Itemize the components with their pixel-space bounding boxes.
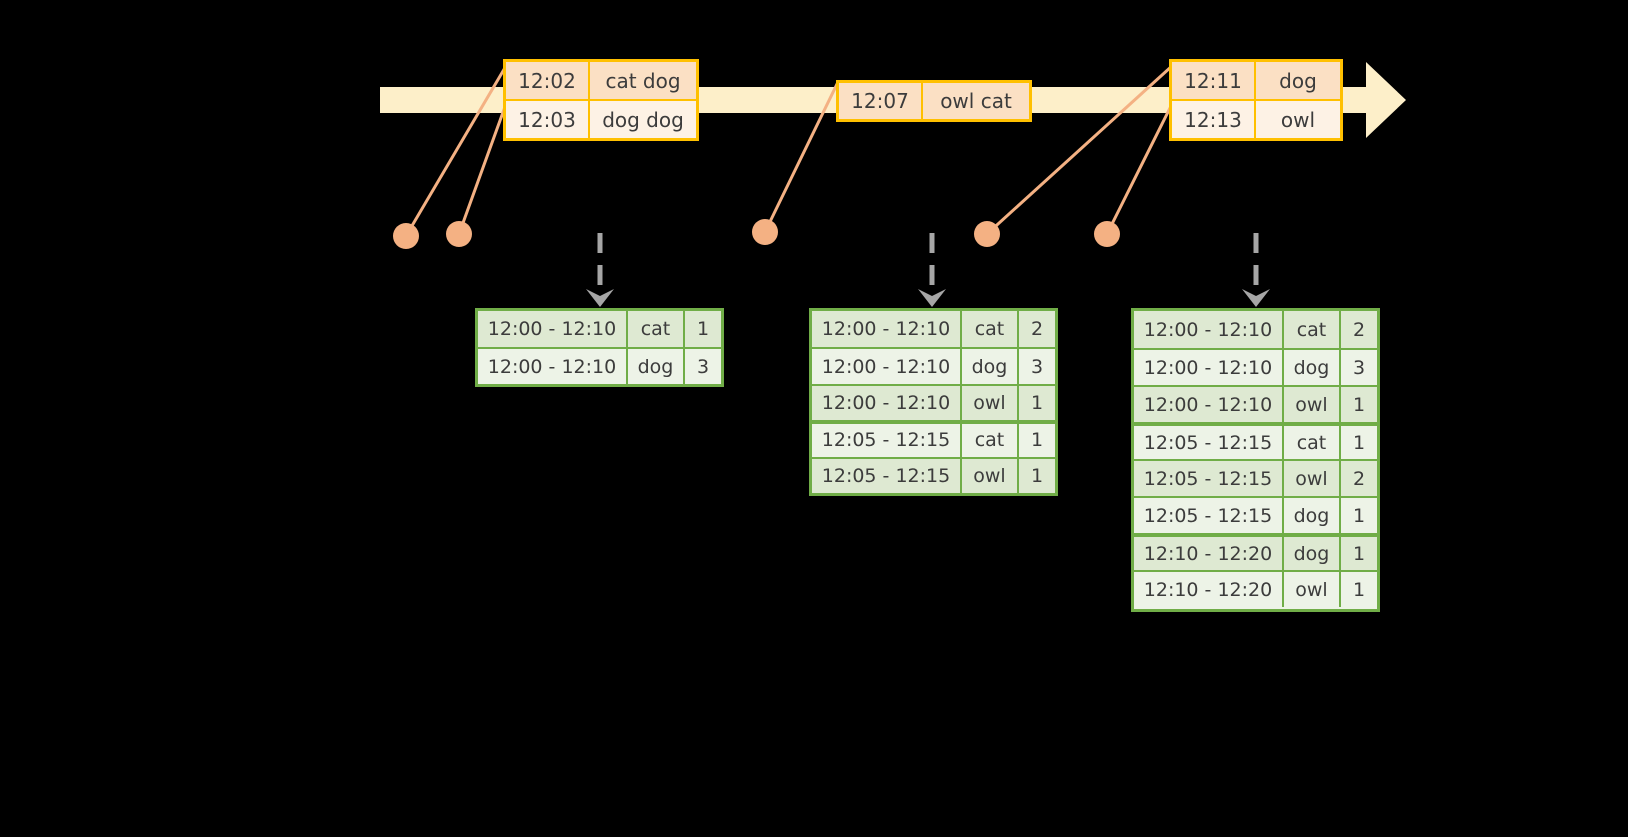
dashed-arrow-1-head [586, 289, 614, 307]
connector-dot-5[interactable] [1094, 221, 1120, 247]
dashed-arrow-3-head [1242, 289, 1270, 307]
event-group-1[interactable]: 12:02 cat dog 12:03 dog dog [503, 59, 699, 141]
count-cell: 1 [1341, 426, 1377, 459]
window-cell: 12:10 - 12:20 [1134, 572, 1284, 607]
event-words: owl cat [923, 83, 1029, 119]
count-cell: 3 [1341, 350, 1377, 385]
event-row[interactable]: 12:07 owl cat [839, 83, 1029, 119]
count-cell: 1 [1019, 424, 1055, 457]
window-cell: 12:05 - 12:15 [1134, 498, 1284, 533]
window-cell: 12:00 - 12:10 [1134, 387, 1284, 422]
dashed-arrows [586, 233, 1270, 307]
count-cell: 2 [1341, 461, 1377, 496]
connector-dots [393, 219, 1120, 249]
word-cell: dog [628, 349, 685, 384]
event-words: dog [1256, 62, 1340, 99]
word-cell: cat [962, 311, 1019, 348]
event-row[interactable]: 12:11 dog [1172, 62, 1340, 99]
count-cell: 3 [1019, 349, 1055, 384]
count-cell: 3 [685, 349, 721, 384]
word-cell: cat [1284, 426, 1341, 459]
connector-dot-2[interactable] [446, 221, 472, 247]
count-cell: 1 [1019, 385, 1055, 421]
connector-dot-1[interactable] [393, 223, 419, 249]
count-cell: 1 [1341, 537, 1377, 570]
word-cell: owl [1284, 461, 1341, 496]
window-cell: 12:00 - 12:10 [1134, 350, 1284, 385]
window-cell: 12:00 - 12:10 [1134, 311, 1284, 348]
count-cell: 2 [1341, 311, 1377, 348]
word-cell: cat [628, 311, 685, 348]
word-cell: owl [962, 458, 1019, 494]
event-row[interactable]: 12:03 dog dog [506, 99, 696, 138]
event-time: 12:03 [506, 101, 590, 138]
window-cell: 12:05 - 12:15 [1134, 426, 1284, 459]
window-cell: 12:00 - 12:10 [478, 349, 628, 384]
count-cell: 2 [1019, 311, 1055, 348]
word-cell: dog [1284, 537, 1341, 570]
window-cell: 12:05 - 12:15 [1134, 461, 1284, 496]
word-cell: cat [962, 424, 1019, 457]
word-cell: owl [1284, 387, 1341, 422]
window-cell: 12:05 - 12:15 [812, 424, 962, 457]
event-words: cat dog [590, 62, 696, 99]
count-cell: 1 [685, 311, 721, 348]
window-cell: 12:00 - 12:10 [812, 385, 962, 421]
event-group-3[interactable]: 12:11 dog 12:13 owl [1169, 59, 1343, 141]
event-words: dog dog [590, 101, 696, 138]
word-cell: dog [962, 349, 1019, 384]
window-cell: 12:00 - 12:10 [812, 311, 962, 348]
connector-dot-3[interactable] [752, 219, 778, 245]
word-cell: cat [1284, 311, 1341, 348]
event-row[interactable]: 12:13 owl [1172, 99, 1340, 138]
count-cell: 1 [1341, 572, 1377, 607]
event-words: owl [1256, 101, 1340, 138]
word-cell: dog [1284, 350, 1341, 385]
event-time: 12:07 [839, 83, 923, 119]
dashed-arrow-2-head [918, 289, 946, 307]
connector-dot-4[interactable] [974, 221, 1000, 247]
window-cell: 12:05 - 12:15 [812, 458, 962, 494]
event-time: 12:11 [1172, 62, 1256, 99]
connector-line [457, 103, 508, 235]
window-cell: 12:00 - 12:10 [812, 349, 962, 384]
event-row[interactable]: 12:02 cat dog [506, 62, 696, 99]
event-time: 12:13 [1172, 101, 1256, 138]
window-cell: 12:00 - 12:10 [478, 311, 628, 348]
connector-line [1105, 103, 1174, 235]
word-cell: owl [962, 385, 1019, 421]
window-cell: 12:10 - 12:20 [1134, 537, 1284, 570]
count-cell: 1 [1341, 387, 1377, 422]
event-group-2[interactable]: 12:07 owl cat [836, 80, 1032, 122]
count-cell: 1 [1341, 498, 1377, 533]
connector-line [763, 81, 840, 233]
word-cell: owl [1284, 572, 1341, 607]
event-time: 12:02 [506, 62, 590, 99]
count-cell: 1 [1019, 458, 1055, 494]
word-cell: dog [1284, 498, 1341, 533]
connector-line [404, 65, 508, 237]
